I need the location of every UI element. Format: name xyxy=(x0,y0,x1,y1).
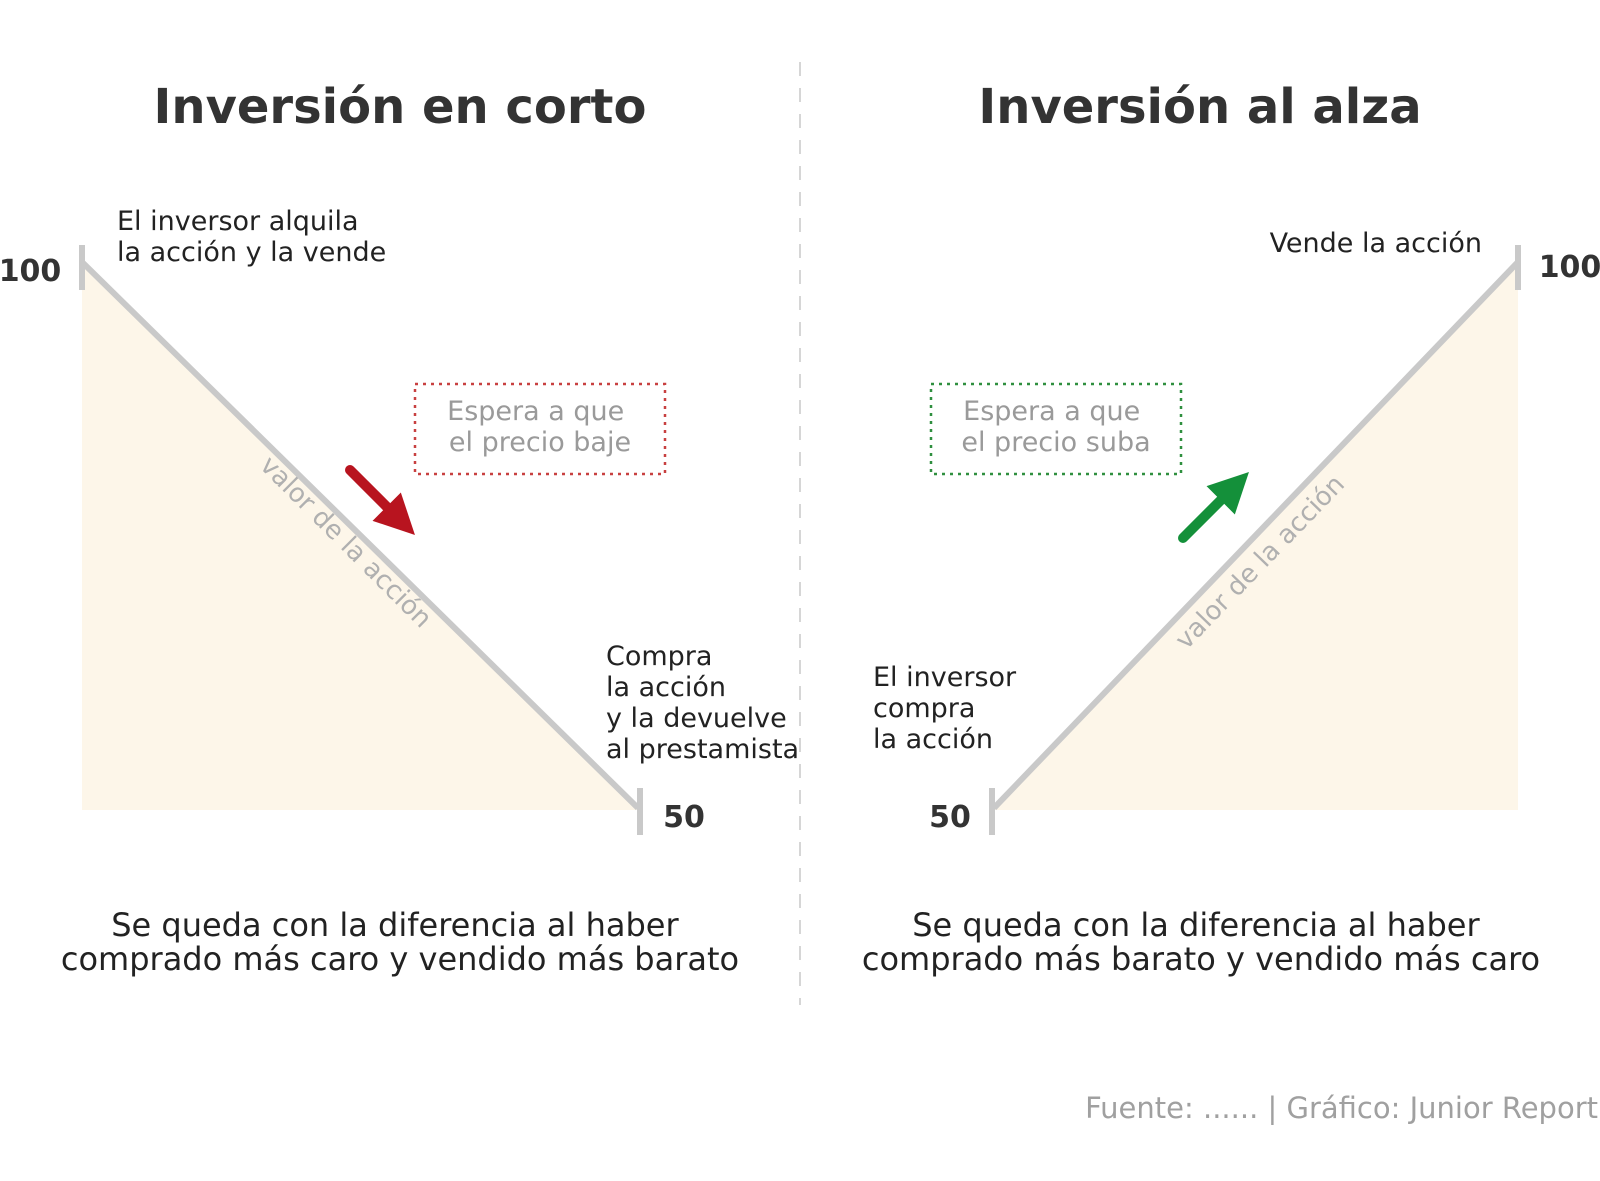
short-end-label: Compra la acción y la devuelve al presta… xyxy=(606,641,799,765)
short-price-line xyxy=(79,259,641,811)
short-end-value: 50 xyxy=(663,800,705,835)
short-summary-line: comprado más caro y vendido más barato xyxy=(61,940,739,978)
short-start-value: 100 xyxy=(0,254,61,289)
long-end-value: 100 xyxy=(1539,250,1600,285)
short-summary-line: Se queda con la diferencia al haber xyxy=(111,906,679,944)
short-start-label-line: la acción y la vende xyxy=(117,237,386,268)
short-end-label-line: Compra xyxy=(606,641,712,672)
long-start-value: 50 xyxy=(929,800,971,835)
short-end-label-line: la acción xyxy=(606,672,726,703)
short-wait-box xyxy=(413,382,667,476)
footer-credit: Fuente: ...... | Gráfico: Junior Report xyxy=(1085,1091,1598,1125)
short-wait-box-text: Espera a que el precio baje xyxy=(447,396,633,458)
short-start-label-line: El inversor alquila xyxy=(117,206,359,237)
short-end-label-line: y la devuelve xyxy=(606,703,787,734)
long-start-label-line: El inversor xyxy=(873,662,1017,693)
long-price-line xyxy=(991,259,1521,811)
long-panel: Inversión al alza 50 100 Vende la acción… xyxy=(862,79,1600,978)
arrow-down-right-icon xyxy=(345,465,415,535)
short-box-line: Espera a que xyxy=(447,396,624,427)
long-summary-line: Se queda con la diferencia al haber xyxy=(912,906,1480,944)
short-panel: Inversión en corto 100 50 El inversor al… xyxy=(0,79,799,978)
short-start-label: El inversor alquila la acción y la vende xyxy=(117,206,386,268)
long-box-line: el precio suba xyxy=(961,427,1150,458)
short-title: Inversión en corto xyxy=(154,79,647,135)
short-end-label-line: al prestamista xyxy=(606,734,799,765)
long-wait-box xyxy=(929,382,1183,476)
long-summary: Se queda con la diferencia al haber comp… xyxy=(862,906,1540,978)
long-start-label-line: compra xyxy=(873,693,975,724)
short-box-line: el precio baje xyxy=(449,427,631,458)
long-summary-line: comprado más barato y vendido más caro xyxy=(862,940,1540,978)
long-start-label: El inversor compra la acción xyxy=(873,662,1025,755)
long-end-label: Vende la acción xyxy=(1270,228,1482,259)
long-end-label-line: Vende la acción xyxy=(1270,228,1482,259)
short-summary: Se queda con la diferencia al haber comp… xyxy=(61,906,739,978)
long-box-line: Espera a que xyxy=(963,396,1140,427)
arrow-up-right-icon xyxy=(1178,472,1249,543)
long-title: Inversión al alza xyxy=(978,79,1421,135)
long-wait-box-text: Espera a que el precio suba xyxy=(961,396,1150,458)
long-start-label-line: la acción xyxy=(873,724,993,755)
